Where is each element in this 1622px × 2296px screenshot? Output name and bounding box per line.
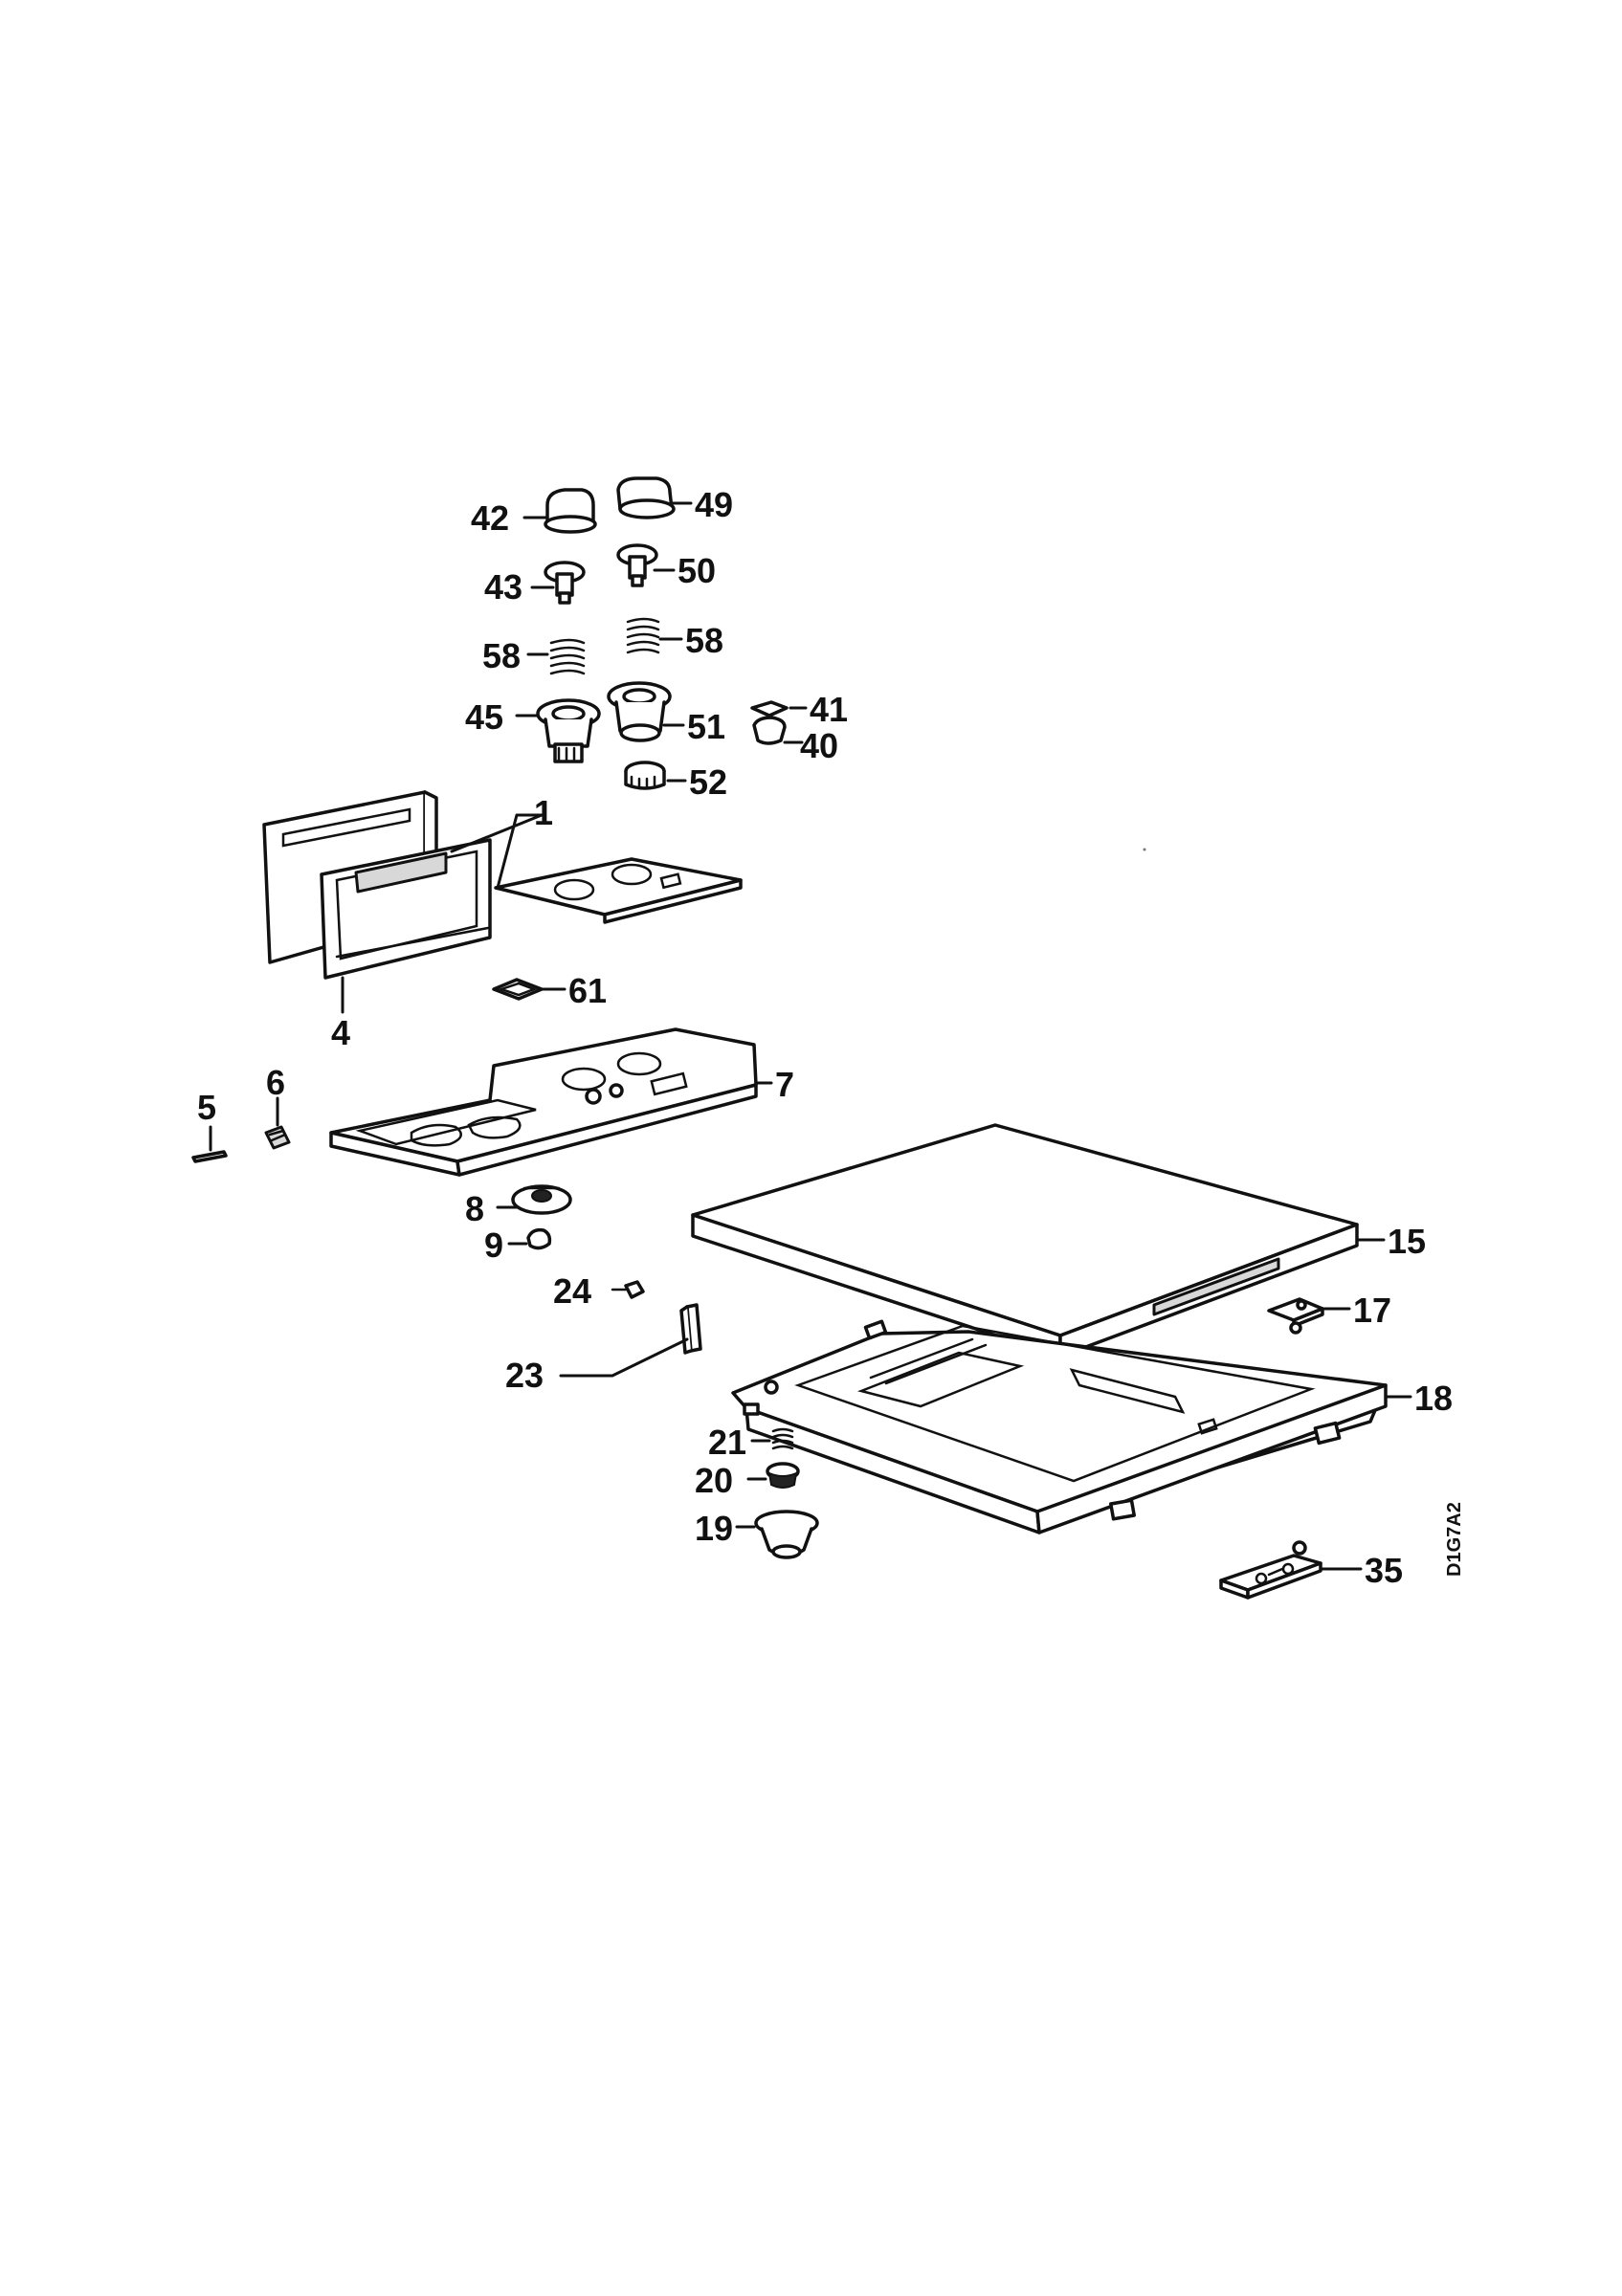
part-40-cap xyxy=(752,716,787,745)
callout-35: 35 xyxy=(1365,1551,1403,1590)
part-7-drawer-tray xyxy=(329,1027,758,1177)
part-43-spindle xyxy=(544,561,586,605)
callout-1: 1 xyxy=(534,793,553,832)
part-8-valve xyxy=(511,1184,572,1215)
callout-41: 41 xyxy=(810,690,848,729)
part-19-foot xyxy=(754,1510,819,1559)
part-45-bushing xyxy=(536,698,601,763)
part-42-knob xyxy=(544,488,597,534)
callout-20: 20 xyxy=(695,1461,733,1500)
part-52-nut xyxy=(624,761,666,790)
callout-58-right: 58 xyxy=(685,621,723,660)
part-5-pin xyxy=(191,1150,228,1163)
callout-43: 43 xyxy=(484,567,522,607)
callout-40: 40 xyxy=(800,726,838,765)
part-58-spring-left xyxy=(549,638,586,675)
callout-42: 42 xyxy=(471,498,509,538)
callout-7: 7 xyxy=(775,1065,794,1104)
part-15-worktop xyxy=(691,1123,1359,1358)
callout-9: 9 xyxy=(484,1225,503,1265)
part-35-hinge-plate xyxy=(1219,1540,1322,1600)
part-51-bushing xyxy=(607,681,672,742)
callout-4: 4 xyxy=(331,1013,350,1052)
part-18-base-frame xyxy=(731,1319,1388,1534)
callout-8: 8 xyxy=(465,1189,484,1228)
part-50-spindle xyxy=(616,543,658,587)
callout-6: 6 xyxy=(266,1063,285,1102)
callout-18: 18 xyxy=(1414,1379,1453,1418)
callout-19: 19 xyxy=(695,1509,733,1548)
part-58-spring-right xyxy=(626,617,660,654)
callout-61: 61 xyxy=(568,971,607,1010)
part-23-hinge-pin xyxy=(679,1303,702,1355)
callout-5: 5 xyxy=(197,1088,216,1127)
callout-15: 15 xyxy=(1388,1222,1426,1261)
part-49-knob xyxy=(616,476,676,519)
part-61-gasket xyxy=(492,978,544,1001)
part-1-top-plate xyxy=(494,857,743,924)
callout-17: 17 xyxy=(1353,1291,1391,1330)
callout-45: 45 xyxy=(465,697,503,737)
part-6-screw xyxy=(264,1125,291,1150)
callout-50: 50 xyxy=(678,551,716,590)
callout-58-left: 58 xyxy=(482,636,521,675)
callout-49: 49 xyxy=(695,485,733,524)
drawing-code: D1G7A2 xyxy=(1444,1502,1465,1577)
part-24-screw xyxy=(611,1280,645,1299)
callout-21: 21 xyxy=(708,1423,746,1462)
callout-52: 52 xyxy=(689,762,727,802)
part-9-cap xyxy=(526,1227,552,1250)
callout-23: 23 xyxy=(505,1356,544,1395)
callout-24: 24 xyxy=(553,1271,591,1311)
part-4-drawer-front xyxy=(262,790,492,980)
part-41-clip xyxy=(750,700,789,718)
callout-51: 51 xyxy=(687,707,725,746)
part-21-spring xyxy=(771,1427,794,1450)
part-20-plug xyxy=(766,1462,800,1489)
part-17-bracket xyxy=(1267,1297,1324,1335)
stray-dot xyxy=(1143,848,1146,851)
